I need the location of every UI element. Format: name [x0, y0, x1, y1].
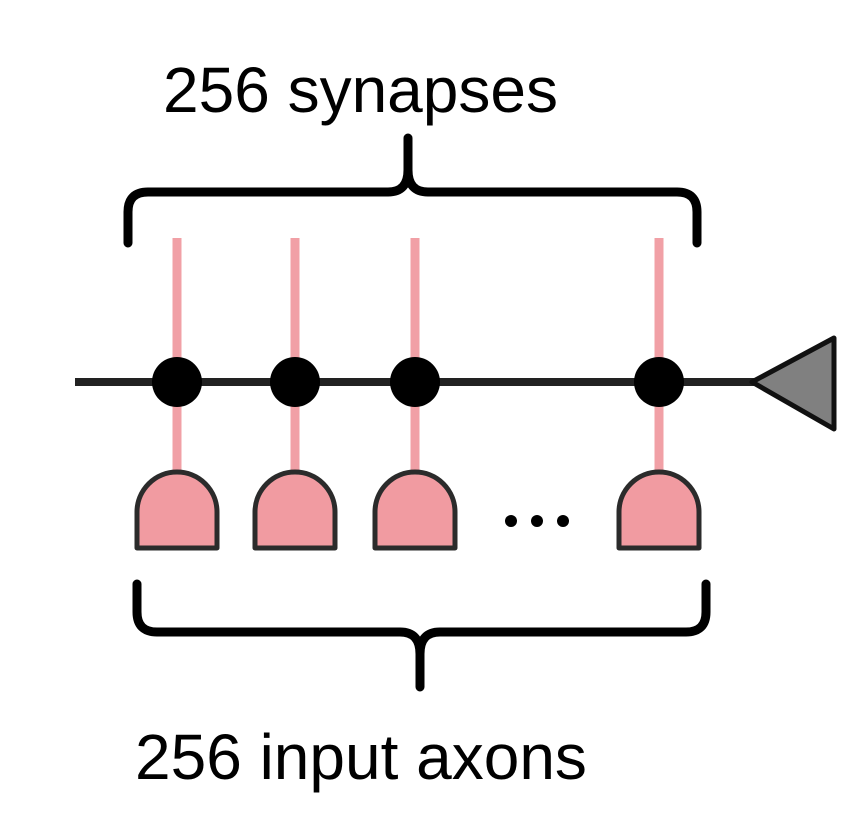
input-axon-icon [134, 469, 220, 551]
input-axon-icon [616, 469, 702, 551]
input-axon-icon [372, 469, 458, 551]
input-axons [134, 469, 702, 551]
synapse-icon [270, 357, 320, 407]
bottom-label: 256 input axons [135, 721, 587, 793]
synapse-icon [634, 357, 684, 407]
ellipsis-dots [505, 515, 569, 527]
ellipsis-text: ... [537, 527, 539, 529]
synapse-icon [390, 357, 440, 407]
ellipsis-dot [531, 515, 543, 527]
top-brace [123, 133, 702, 248]
ellipsis-dot [505, 515, 517, 527]
bottom-brace [132, 579, 711, 692]
top-label: 256 synapses [163, 54, 558, 126]
synapses [152, 357, 684, 407]
ellipsis-dot [557, 515, 569, 527]
neuron-icon [749, 335, 837, 432]
input-axon-icon [252, 469, 338, 551]
synapse-icon [152, 357, 202, 407]
